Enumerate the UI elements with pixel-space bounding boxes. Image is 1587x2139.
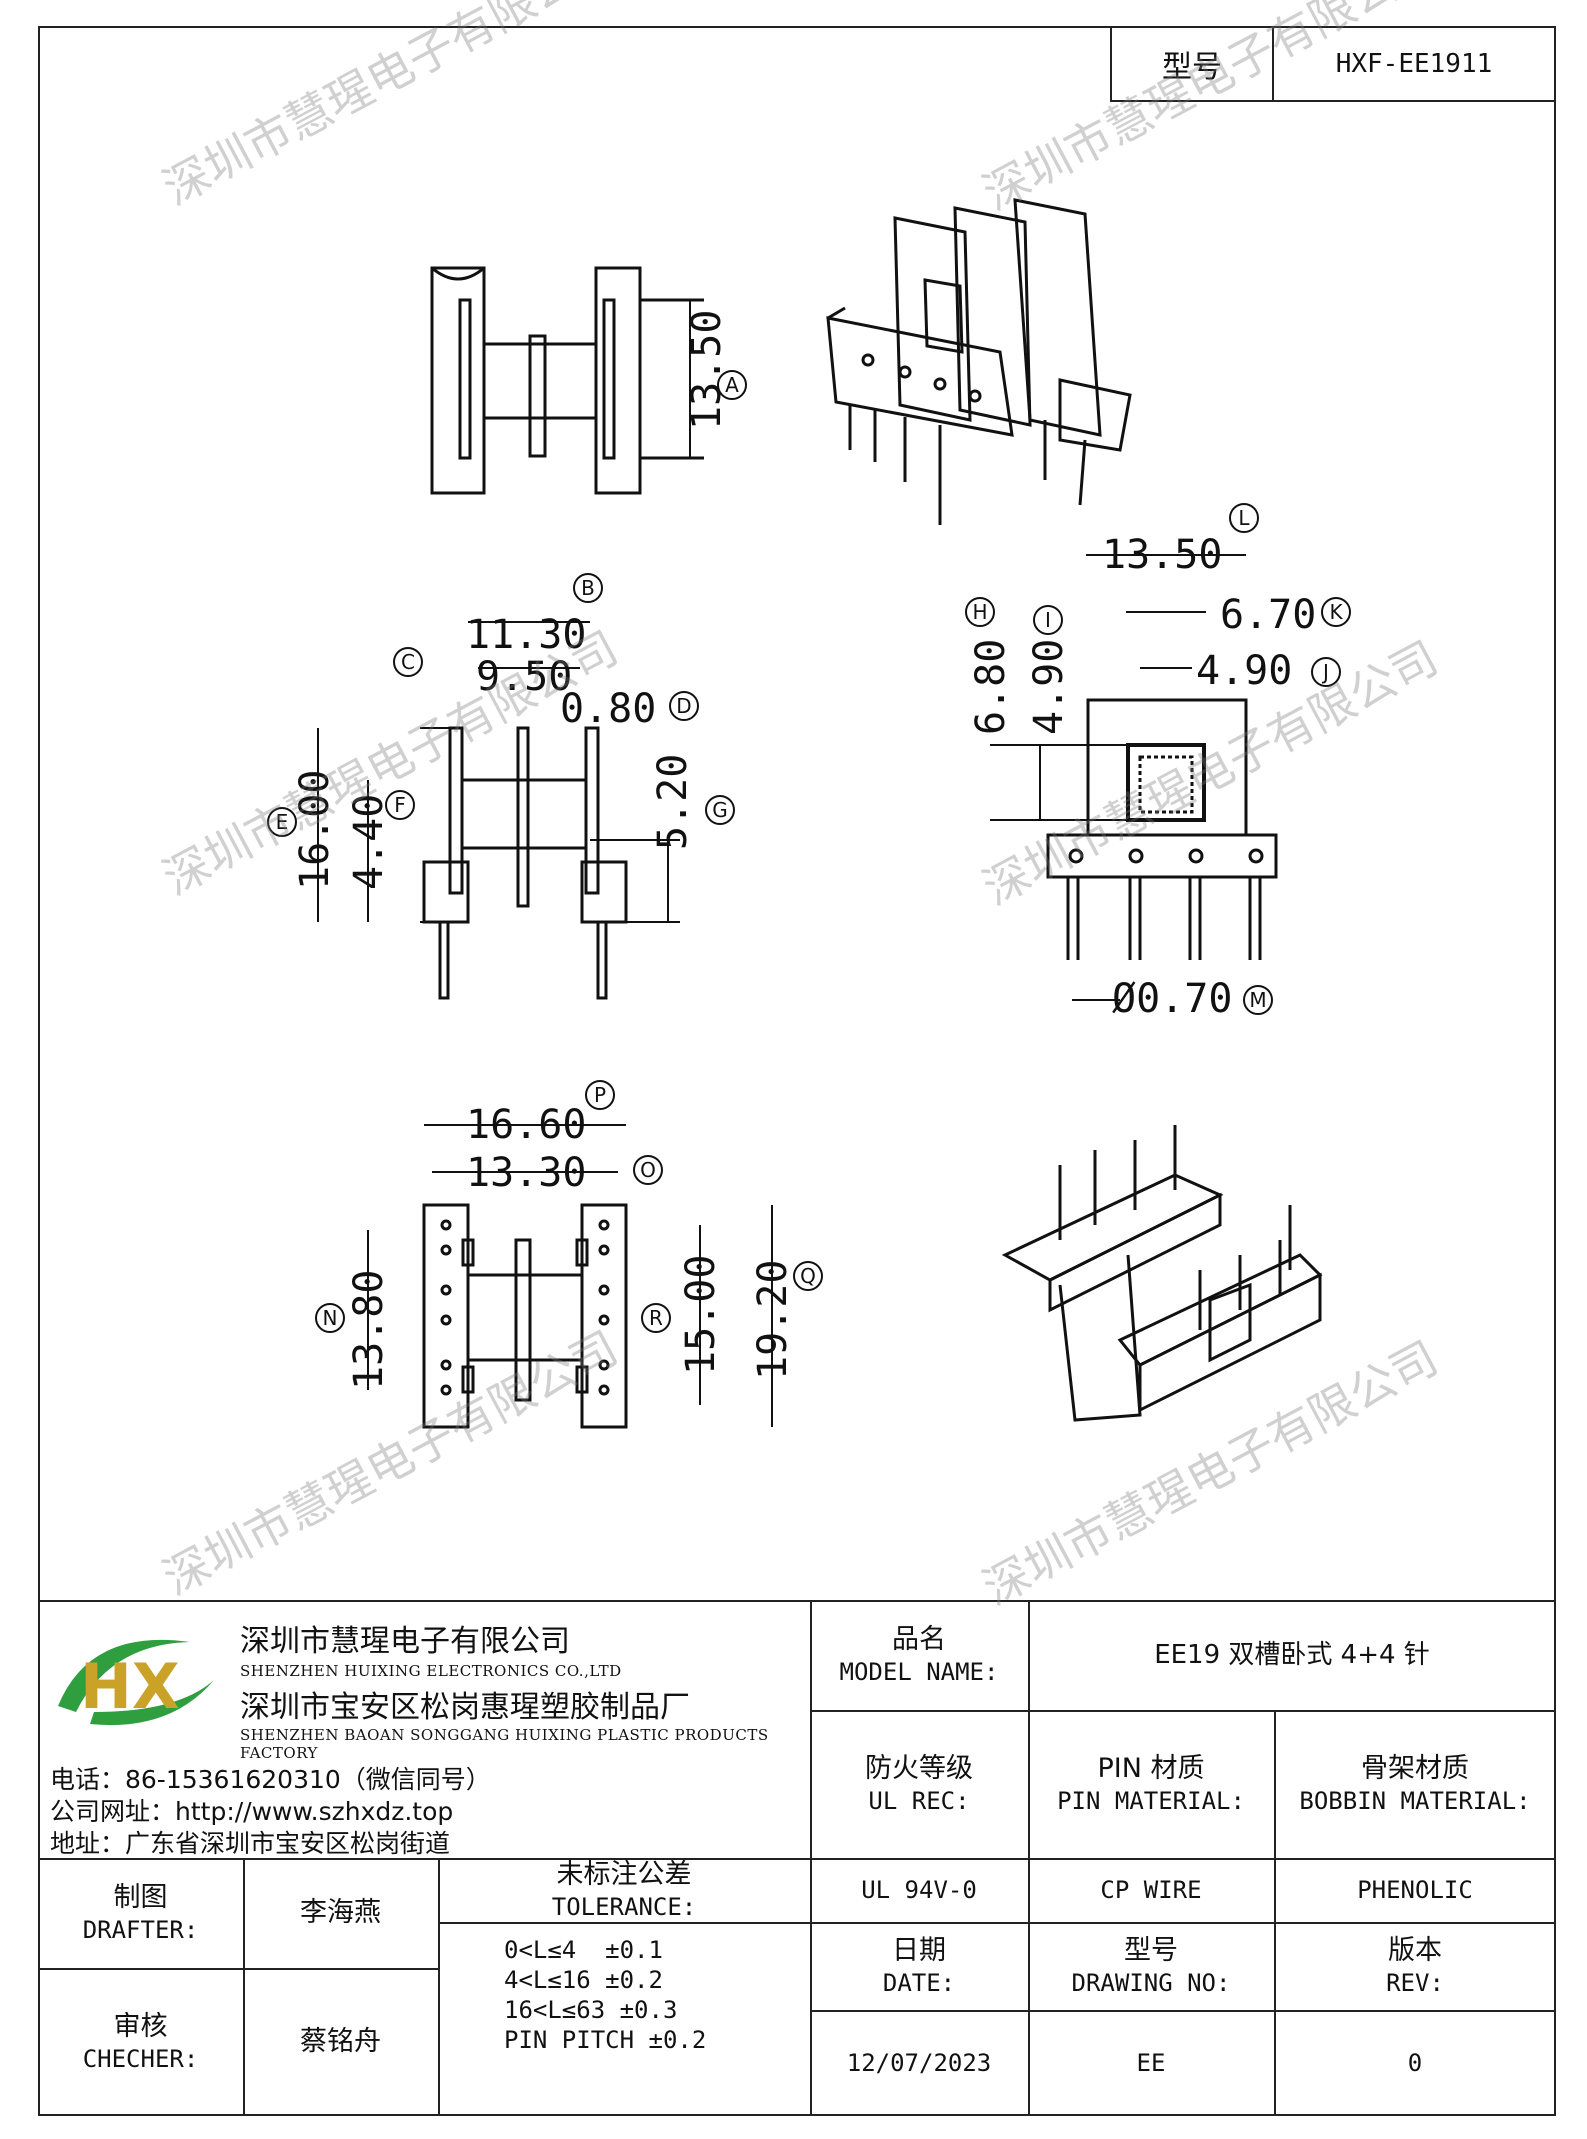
marker-i: I xyxy=(1045,608,1051,632)
dim-g: 5.20 xyxy=(650,754,696,850)
dim-o: 13.30 xyxy=(466,1150,586,1196)
marker-k: K xyxy=(1329,600,1343,624)
marker-p: P xyxy=(594,1083,606,1107)
model-number-box: 型号 HXF-EE1911 xyxy=(1110,26,1556,102)
view-isometric-top xyxy=(826,198,1132,525)
pin-material-label: PIN 材质 PIN MATERIAL: xyxy=(1057,1753,1245,1815)
reference-markers: A B C D E F G H I K J L M N O P Q R xyxy=(267,370,1351,1333)
tolerance-row-3: 16<L≤63 ±0.3 xyxy=(504,1996,678,2024)
tolerance-label: 未标注公差 TOLERANCE: xyxy=(551,1859,697,1921)
company-phone: 电话：86-15361620310（微信同号） xyxy=(50,1765,491,1794)
dim-r: 15.00 xyxy=(678,1255,724,1375)
company-name-en: SHENZHEN HUIXING ELECTRONICS CO.,LTD xyxy=(240,1662,622,1680)
view-side-top xyxy=(430,266,704,495)
drawing-sheet-border xyxy=(38,26,1556,2116)
marker-m: M xyxy=(1249,988,1266,1012)
date-label: 日期 DATE: xyxy=(882,1935,956,1997)
ul-rating-label: 防火等级 UL REC: xyxy=(865,1753,973,1815)
technical-drawing: 13.50 11.30 9.50 0.80 16.00 4.40 5.20 6.… xyxy=(267,198,1351,1429)
dim-h: 6.80 xyxy=(968,639,1014,735)
dim-b: 11.30 xyxy=(466,612,586,658)
model-value: HXF-EE1911 xyxy=(1335,49,1493,79)
view-bottom xyxy=(367,1124,773,1429)
checker-value: 蔡铭舟 xyxy=(300,2026,381,2058)
marker-l: L xyxy=(1238,506,1250,530)
tolerance-row-1: 0<L≤4 ±0.1 xyxy=(504,1936,663,1964)
dim-a: 13.50 xyxy=(684,310,730,430)
marker-f: F xyxy=(394,793,406,817)
bobbin-material-value: PHENOLIC xyxy=(1357,1876,1473,1904)
dim-e: 16.00 xyxy=(292,770,338,890)
dim-q: 19.20 xyxy=(750,1260,796,1380)
factory-name-cn: 深圳市宝安区松岗惠瑆塑胶制品厂 xyxy=(240,1690,690,1725)
bobbin-material-label: 骨架材质 BOBBIN MATERIAL: xyxy=(1299,1753,1531,1815)
marker-j: J xyxy=(1321,660,1329,684)
drafter-value: 李海燕 xyxy=(300,1897,381,1929)
marker-n: N xyxy=(323,1306,338,1330)
dim-c: 9.50 xyxy=(476,654,572,700)
ul-rating-value: UL 94V-0 xyxy=(861,1876,977,1904)
tolerance-row-4: PIN PITCH ±0.2 xyxy=(504,2026,707,2054)
marker-b: B xyxy=(581,576,595,600)
dim-k: 6.70 xyxy=(1220,592,1316,638)
checker-label: 审核 CHECHER: xyxy=(82,2011,199,2073)
factory-name-en: SHENZHEN BAOAN SONGGANG HUIXING PLASTIC … xyxy=(240,1726,769,1762)
view-isometric-bottom xyxy=(1001,1125,1323,1422)
dim-f: 4.40 xyxy=(346,794,392,890)
pin-material-value: CP WIRE xyxy=(1100,1876,1202,1904)
company-info: HX 深圳市慧瑆电子有限公司 SHENZHEN HUIXING ELECTRON… xyxy=(38,1600,810,1866)
dim-l: 13.50 xyxy=(1102,532,1222,578)
title-block: HX 深圳市慧瑆电子有限公司 SHENZHEN HUIXING ELECTRON… xyxy=(38,1600,1556,2116)
tolerance-row-2: 4<L≤16 ±0.2 xyxy=(504,1966,663,1994)
drafter-label: 制图 DRAFTER: xyxy=(82,1882,199,1944)
marker-q: Q xyxy=(800,1264,816,1288)
company-address: 地址：广东省深圳市宝安区松岗街道 xyxy=(50,1829,451,1858)
dim-n: 13.80 xyxy=(346,1270,392,1390)
date-value: 12/07/2023 xyxy=(846,2049,992,2077)
dim-j: 4.90 xyxy=(1196,648,1292,694)
marker-o: O xyxy=(640,1158,656,1182)
model-label: 型号 xyxy=(1112,28,1274,100)
dim-p: 16.60 xyxy=(466,1102,586,1148)
drawing-no-label: 型号 DRAWING NO: xyxy=(1071,1935,1231,1997)
marker-r: R xyxy=(649,1306,663,1330)
revision-value: 0 xyxy=(1407,2049,1423,2077)
company-logo: HX xyxy=(58,1639,214,1726)
dimension-labels: 13.50 11.30 9.50 0.80 16.00 4.40 5.20 6.… xyxy=(292,310,1316,1390)
marker-g: G xyxy=(712,798,728,822)
marker-h: H xyxy=(972,600,987,624)
dim-m: Ø0.70 xyxy=(1112,976,1232,1022)
marker-e: E xyxy=(276,810,289,834)
logo-letters: HX xyxy=(80,1650,180,1723)
model-name-value: EE19 双槽卧式 4+4 针 xyxy=(1154,1639,1430,1670)
company-website: 公司网址：http://www.szhxdz.top xyxy=(50,1797,454,1826)
drawing-no-value: EE xyxy=(1136,2049,1166,2077)
model-name-label: 品名 MODEL NAME: xyxy=(839,1624,999,1686)
company-name-cn: 深圳市慧瑆电子有限公司 xyxy=(240,1624,570,1659)
marker-c: C xyxy=(401,650,415,674)
marker-d: D xyxy=(676,694,691,718)
revision-label: 版本 REV: xyxy=(1386,1935,1444,1997)
marker-a: A xyxy=(725,373,739,397)
view-end xyxy=(990,554,1278,1001)
dim-d: 0.80 xyxy=(560,686,656,732)
view-front xyxy=(317,621,680,1000)
dim-i: 4.90 xyxy=(1026,639,1072,735)
